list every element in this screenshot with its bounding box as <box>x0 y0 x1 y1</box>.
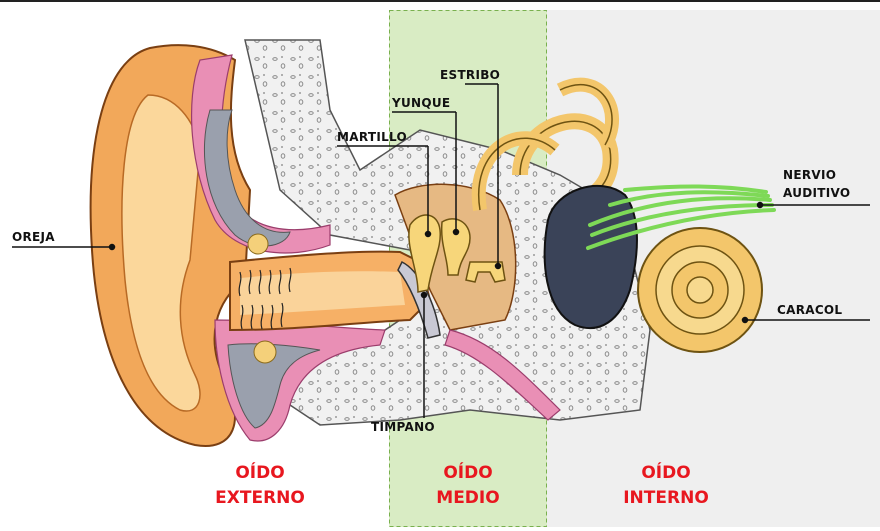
region-oido-interno: OÍDO INTERNO <box>596 461 736 511</box>
label-martillo: MARTILLO <box>337 130 407 144</box>
region-interno-line1: OÍDO <box>596 461 736 486</box>
label-timpano: TIMPANO <box>371 420 435 434</box>
region-externo-line2: EXTERNO <box>190 486 330 511</box>
cerumen-lower <box>254 341 276 363</box>
region-medio-line1: OÍDO <box>400 461 536 486</box>
region-externo-line1: OÍDO <box>190 461 330 486</box>
label-yunque: YUNQUE <box>392 96 450 110</box>
region-oido-medio: OÍDO MEDIO <box>400 461 536 511</box>
cochlea <box>638 228 762 352</box>
label-auditivo: AUDITIVO <box>783 186 850 200</box>
region-interno-line2: INTERNO <box>596 486 736 511</box>
label-caracol: CARACOL <box>777 303 842 317</box>
label-estribo: ESTRIBO <box>440 68 500 82</box>
label-oreja: OREJA <box>12 230 55 244</box>
region-oido-externo: OÍDO EXTERNO <box>190 461 330 511</box>
cerumen-upper <box>248 234 268 254</box>
label-nervio: NERVIO <box>783 168 836 182</box>
region-medio-line2: MEDIO <box>400 486 536 511</box>
vestibule <box>545 186 637 328</box>
